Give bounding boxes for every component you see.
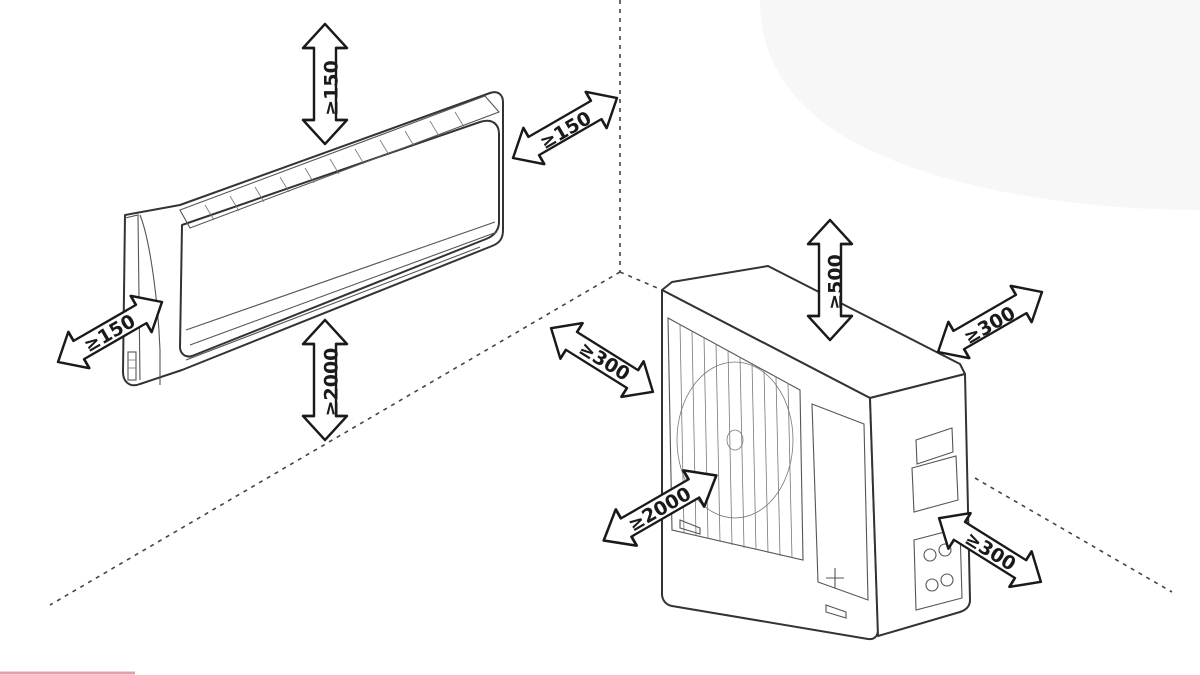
label-outdoor-top: ≥500 <box>825 254 847 310</box>
indoor-unit <box>122 91 504 387</box>
wall-shading <box>760 0 1200 210</box>
label-indoor-below: ≥2000 <box>321 348 343 417</box>
outdoor-unit <box>661 265 971 641</box>
label-outdoor-left: ≥300 <box>575 338 634 386</box>
room-guides <box>49 0 1173 606</box>
label-indoor-top: ≥150 <box>321 60 343 116</box>
